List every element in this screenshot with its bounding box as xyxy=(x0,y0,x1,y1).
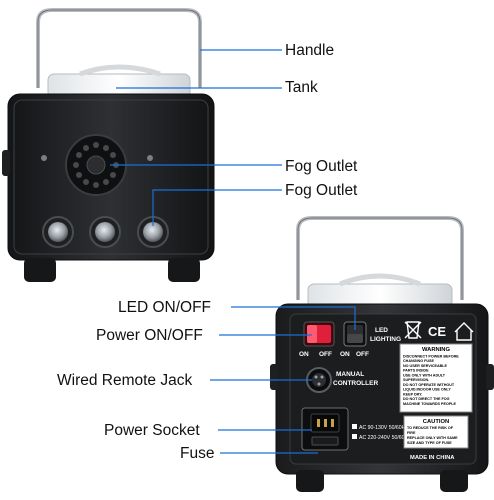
warning-line: DO NOT DIRECT THE FOG xyxy=(403,397,450,401)
manual-label-1: MANUAL xyxy=(336,371,364,378)
warning-line: USE ONLY WITH ADULT xyxy=(403,374,446,378)
callout-tank: Tank xyxy=(285,79,318,96)
caution-label: CAUTION TO REDUCE THE RISK OF FIRE REPLA… xyxy=(403,415,469,449)
warning-title: WARNING xyxy=(422,347,451,353)
led-lights xyxy=(42,216,169,248)
led-lighting-label-2: LIGHTING xyxy=(370,336,401,343)
leader-fog-outlet-2 xyxy=(152,189,282,226)
callout-led-on-off: LED ON/OFF xyxy=(118,299,212,316)
callout-handle: Handle xyxy=(285,42,335,59)
ce-mark: CE xyxy=(428,324,446,339)
caution-line: TO REDUCE THE RISK OF xyxy=(407,426,454,430)
warning-line: PARTS INSIDE xyxy=(403,369,429,373)
warning-line: KEEP DRY. xyxy=(403,393,422,397)
fog-outlet xyxy=(65,134,127,196)
leader-lines xyxy=(110,49,356,454)
warning-line: MACHINE TOWARDS PEOPLE xyxy=(403,402,457,406)
recycle-bin-icon xyxy=(404,321,422,339)
warning-line: NO USER SERVICEABLE xyxy=(403,364,448,368)
led-off-label: OFF xyxy=(356,351,369,358)
led-switch xyxy=(343,321,367,347)
callout-wired-remote-jack: Wired Remote Jack xyxy=(57,372,193,389)
warning-line: CHANGING FUSE xyxy=(403,359,434,363)
callout-fog-outlet-1: Fog Outlet xyxy=(285,158,358,175)
back-machine: ON OFF LED LIGHTING ON OFF MANUAL CONTRO… xyxy=(270,216,494,492)
warning-line: DISCONNECT POWER BEFORE xyxy=(403,355,459,359)
caution-line: SIZE AND TYPE OF FUSE xyxy=(407,441,452,445)
led-on-label: ON xyxy=(340,351,350,358)
power-switch xyxy=(303,321,335,347)
manual-label-2: CONTROLLER xyxy=(333,380,378,387)
caution-line: FIRE xyxy=(407,431,416,435)
warning-line: LIQUID.INDOOR USE ONLY xyxy=(403,388,451,392)
warning-line: SUPERVISION. xyxy=(403,378,429,382)
warning-label: WARNING DISCONNECT POWER BEFORE CHANGING… xyxy=(399,343,473,413)
warning-line: DO NOT OPERATE WITHOUT xyxy=(403,383,455,387)
power-off-label: OFF xyxy=(319,351,332,358)
voltage-1: AC 90-130V 50/60HZ xyxy=(359,425,409,431)
led-lighting-label-1: LED xyxy=(375,327,388,334)
callout-fuse: Fuse xyxy=(180,445,215,462)
remote-jack xyxy=(306,367,332,393)
callout-power-on-off: Power ON/OFF xyxy=(96,327,203,344)
front-machine xyxy=(2,8,215,282)
caution-line: REPLACE ONLY WITH SAME xyxy=(407,436,458,440)
home-icon xyxy=(454,322,474,341)
leader-led-switch xyxy=(231,306,356,330)
power-socket xyxy=(301,407,349,451)
cert-icons xyxy=(404,321,474,341)
caution-title: CAUTION xyxy=(423,419,449,425)
voltage-2: AC 220-240V 50/60HZ xyxy=(359,435,411,441)
power-on-label: ON xyxy=(299,351,309,358)
callout-power-socket: Power Socket xyxy=(104,422,200,439)
made-in-label: MADE IN CHINA xyxy=(410,455,455,461)
callout-fog-outlet-2: Fog Outlet xyxy=(285,182,358,199)
